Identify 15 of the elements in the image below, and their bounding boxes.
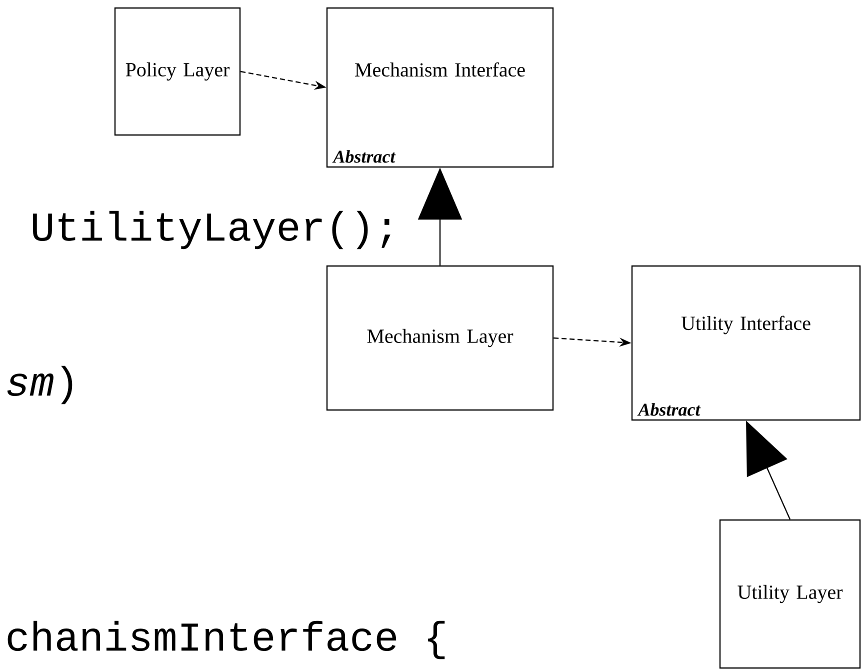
class-name: Policy Layer bbox=[126, 62, 230, 81]
class-box bbox=[326, 7, 554, 168]
class-name: Mechanism Layer bbox=[367, 328, 514, 348]
class-box bbox=[631, 265, 861, 421]
code-text: sm) bbox=[7, 366, 72, 404]
class-box bbox=[719, 519, 861, 669]
class-name: Utility Interface bbox=[681, 316, 810, 334]
code-text: chanismInterface { bbox=[8, 620, 445, 660]
class-name: Utility Layer bbox=[738, 584, 843, 604]
class-box bbox=[326, 265, 554, 411]
abstract-label: Abstract bbox=[637, 403, 701, 416]
class-name: Mechanism Interface bbox=[355, 62, 525, 77]
code-text: UtilityLayer(); bbox=[33, 210, 390, 250]
abstract-label: Abstract bbox=[332, 150, 396, 163]
class-box bbox=[114, 7, 241, 136]
